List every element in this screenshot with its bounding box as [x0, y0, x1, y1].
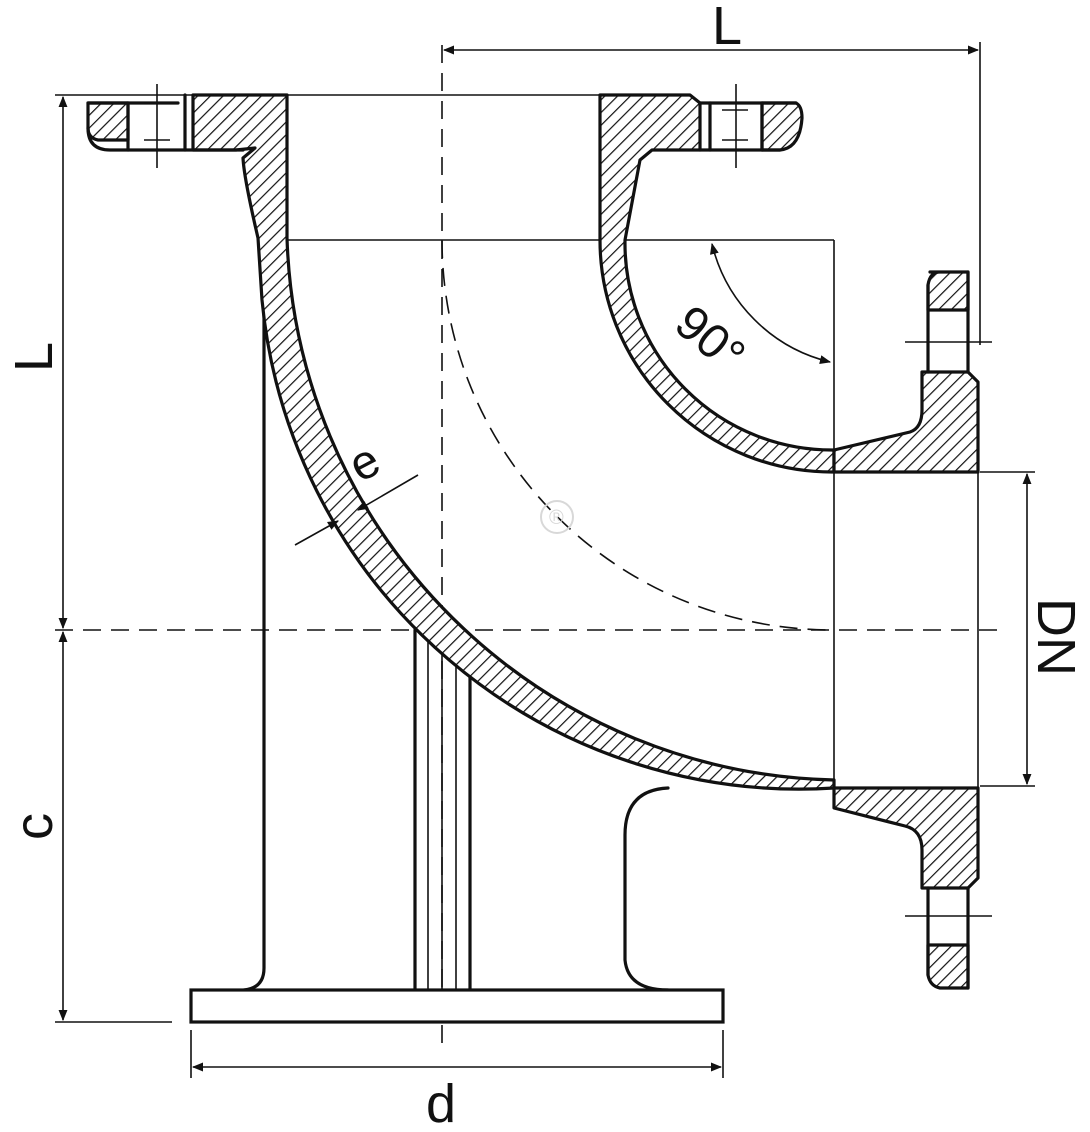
side-flange [832, 270, 992, 990]
foot-plate [189, 988, 725, 1024]
dim-angle-arc [710, 242, 832, 364]
dimensions: L L c d DN 90° e [4, 0, 1086, 1132]
label-c: c [4, 813, 64, 840]
label-angle: 90° [665, 296, 755, 383]
side-flange-upper-ear [926, 270, 970, 312]
foot-support [189, 298, 725, 1024]
label-dn: DN [1026, 598, 1086, 676]
dim-e-line-inner [357, 474, 419, 511]
outer-wall-section [191, 93, 836, 791]
dim-e-line-outer [294, 520, 339, 546]
label-left-l: L [4, 342, 64, 372]
centerlines [55, 45, 1000, 1050]
side-flange-upper-section [832, 370, 980, 474]
side-flange-lower-ear [926, 943, 970, 990]
foot-right-rib [623, 786, 670, 992]
watermark: ® [540, 500, 574, 534]
top-flange-right-ear [760, 101, 804, 152]
bend-body [191, 93, 836, 791]
top-flange-right-outline [698, 101, 798, 152]
label-top-l: L [712, 0, 742, 56]
watermark-circle [540, 500, 574, 534]
watermark-symbol: ® [549, 507, 564, 529]
top-flange [86, 84, 804, 168]
foot-left-wall [242, 298, 266, 992]
side-flange-lower-section [832, 786, 980, 890]
top-flange-left-ear [86, 101, 130, 142]
bend-centerline-arc [441, 239, 833, 631]
label-d: d [426, 1074, 456, 1132]
